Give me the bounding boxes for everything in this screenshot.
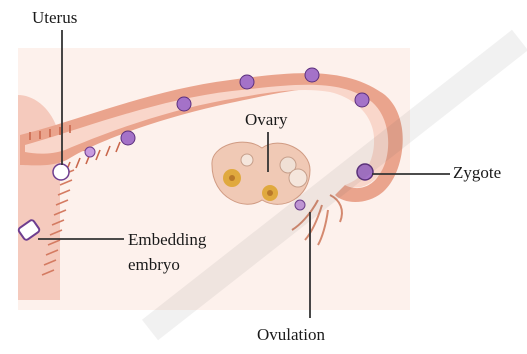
label-uterus: Uterus	[32, 9, 77, 26]
label-ovulation: Ovulation	[257, 326, 325, 343]
cell-1	[121, 131, 135, 145]
cell-6	[85, 147, 95, 157]
ovary	[212, 142, 310, 204]
label-embryo: embryo	[128, 256, 180, 273]
follicle-5	[241, 154, 253, 166]
blastocyst	[53, 164, 69, 180]
label-ovary: Ovary	[245, 111, 287, 128]
label-zygote: Zygote	[453, 164, 501, 181]
follicle-4	[289, 169, 307, 187]
label-embedding: Embedding	[128, 231, 206, 248]
cell-4	[305, 68, 319, 82]
cell-5	[355, 93, 369, 107]
cell-3	[240, 75, 254, 89]
cell-2	[177, 97, 191, 111]
